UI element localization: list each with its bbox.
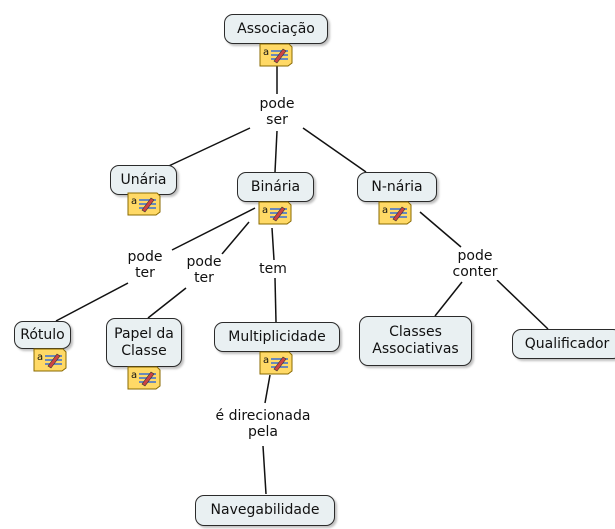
svg-text:a: a	[131, 370, 137, 381]
link-label-e-direcionada-pela: é direcionada pela	[214, 408, 312, 440]
node-binaria[interactable]: Binária	[237, 172, 314, 202]
connector-line	[262, 445, 267, 495]
node-associacao[interactable]: Associação	[224, 14, 328, 44]
node-navegabilidade[interactable]: Navegabilidade	[195, 495, 335, 526]
connector-line	[264, 374, 271, 404]
connector-line	[419, 211, 462, 248]
connector-line	[221, 221, 250, 255]
svg-text:a: a	[263, 47, 269, 58]
svg-text:a: a	[131, 196, 137, 207]
link-label-pode-ter-rotulo: pode ter	[126, 249, 164, 281]
svg-text:a: a	[263, 355, 269, 366]
connector-line	[302, 127, 367, 173]
annotation-note-icon[interactable]: a	[258, 201, 292, 225]
connector-line	[271, 227, 275, 261]
node-papel-da-classe[interactable]: Papel da Classe	[106, 318, 182, 367]
connector-line	[55, 282, 129, 322]
annotation-note-icon[interactable]: a	[127, 366, 161, 390]
annotation-note-icon[interactable]: a	[127, 192, 161, 216]
link-label-pode-ter-papel: pode ter	[185, 254, 223, 286]
node-qualificador[interactable]: Qualificador	[512, 329, 615, 359]
node-multiplicidade[interactable]: Multiplicidade	[214, 322, 340, 352]
link-label-pode-conter: pode conter	[451, 248, 499, 280]
connector-line	[147, 287, 187, 319]
svg-text:a: a	[37, 352, 43, 363]
annotation-note-icon[interactable]: a	[259, 351, 293, 375]
connector-line	[496, 279, 549, 330]
link-label-pode-ser: pode ser	[258, 96, 296, 128]
connector-line	[434, 281, 463, 317]
connector-line	[274, 277, 277, 323]
node-rotulo[interactable]: Rótulo	[14, 321, 71, 349]
node-n-naria[interactable]: N-nária	[357, 172, 437, 202]
link-label-tem: tem	[258, 261, 288, 277]
connector-line	[171, 207, 256, 251]
annotation-note-icon[interactable]: a	[33, 348, 67, 372]
svg-text:a: a	[262, 205, 268, 216]
node-unaria[interactable]: Unária	[110, 165, 177, 195]
connector-line	[157, 127, 251, 172]
connector-line	[274, 130, 278, 173]
node-classes-associativas[interactable]: Classes Associativas	[359, 316, 472, 366]
annotation-note-icon[interactable]: a	[259, 43, 293, 67]
svg-text:a: a	[382, 205, 388, 216]
annotation-note-icon[interactable]: a	[378, 201, 412, 225]
